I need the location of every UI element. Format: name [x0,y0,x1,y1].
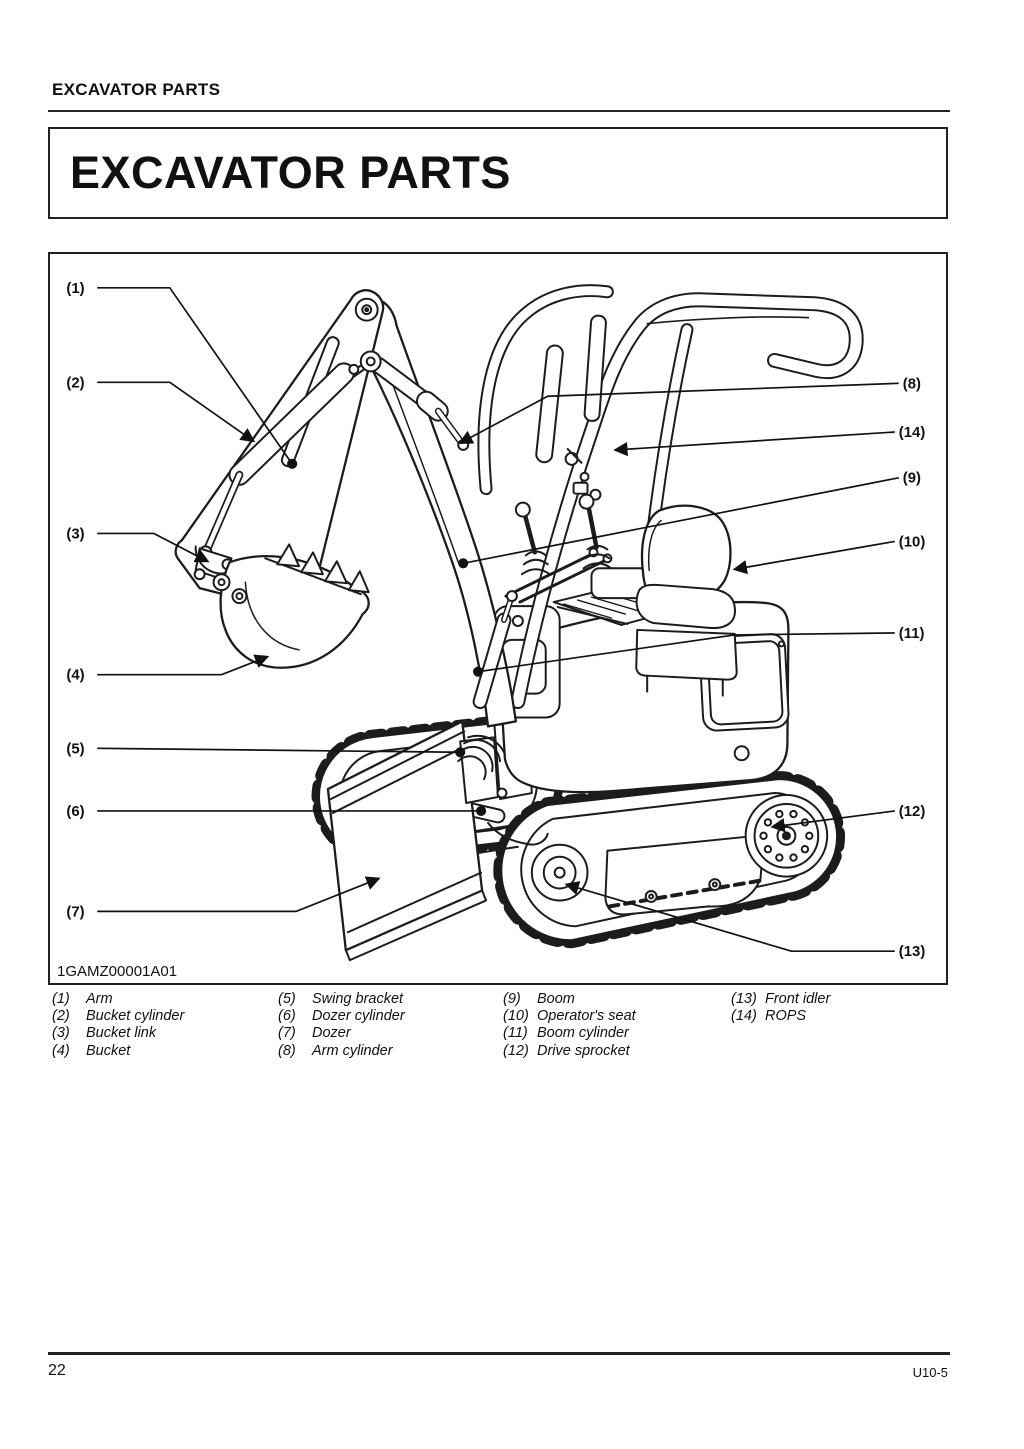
header-rule [48,110,950,112]
legend-item-name: Boom [537,991,575,1007]
legend-item-number: (9) [503,991,521,1007]
legend-item-name: Dozer cylinder [312,1008,405,1025]
leader-1 [97,286,298,469]
legend-item-number: (2) [52,1008,70,1025]
doc-code: U10-5 [912,1365,948,1380]
legend-item: (12) Drive sprocket [503,1043,731,1060]
legend-column-2: (5) Swing bracket (6) Dozer cylinder (7) Do… [278,991,503,1060]
leader-5 [97,747,466,758]
bucket-cylinder [198,357,375,560]
legend-item: (3) Bucket link [52,1025,278,1042]
legend-item: (10) Operator's seat [503,1008,731,1025]
leader-2 [97,381,256,443]
callout-label-8: (8) [903,376,921,392]
leader-11 [473,632,895,677]
callout-label-11: (11) [899,626,925,642]
legend-item: (7) Dozer [278,1025,503,1042]
callout-label-5: (5) [66,741,84,757]
leader-9 [458,476,899,569]
leader-14 [613,431,895,457]
legend-item-number: (7) [278,1025,296,1042]
leader-4 [97,654,270,676]
leader-12 [770,810,895,833]
legend-item-number: (3) [52,1025,70,1042]
legend-item-name: ROPS [765,1008,807,1025]
legend-column-3: (9) Boom (10) Operator's seat (11) Boom cyl… [503,991,731,1060]
legend-item-number: (14) [731,1008,757,1025]
callout-labels: (1) (2) (3) (4) (5) (6) (7) (8) (14) (9)… [66,281,925,960]
callout-label-1: (1) [66,281,84,297]
boom [347,296,518,728]
parts-legend: (1) Arm (2) Bucket cylinder (3) Bucket link… [52,991,952,1060]
callout-label-6: (6) [66,804,84,820]
callout-label-4: (4) [66,668,84,684]
operator-seat [590,504,738,697]
rops-frame [477,284,864,710]
legend-item-number: (12) [503,1042,529,1059]
legend-item-name: Bucket cylinder [86,1008,185,1025]
legend-item-name: Dozer [312,1025,351,1042]
legend-column-4: (13) Front idler (14) ROPS [731,991,952,1060]
callout-label-14: (14) [899,425,926,441]
callout-label-9: (9) [903,471,921,487]
leader-10 [732,540,895,575]
legend-item-name: Bucket link [86,1025,157,1042]
callout-label-13: (13) [899,944,926,960]
page-title: EXCAVATOR PARTS [70,147,511,198]
callout-label-3: (3) [66,526,84,542]
drive-sprocket [744,794,829,878]
legend-item-name: Bucket [86,1042,131,1059]
legend-item-number: (8) [278,1042,296,1059]
leader-3 [97,532,210,563]
legend-item: (4) Bucket [52,1043,278,1060]
figure-code: 1GAMZ00001A01 [57,963,178,980]
excavator-figure: (1) (2) (3) (4) (5) (6) (7) (8) (14) (9)… [48,252,948,985]
legend-item: (13) Front idler [731,991,952,1008]
legend-item: (5) Swing bracket [278,991,503,1008]
legend-item-name: Arm [86,991,113,1007]
leader-13 [564,881,895,953]
legend-item-number: (10) [503,1008,529,1025]
legend-column-1: (1) Arm (2) Bucket cylinder (3) Bucket link… [52,991,278,1060]
legend-item-name: Operator's seat [537,1008,636,1025]
page-number: 22 [48,1362,66,1379]
legend-item-number: (1) [52,991,70,1007]
footer-rule [48,1352,950,1355]
front-idler [530,843,589,902]
legend-item: (8) Arm cylinder [278,1043,503,1060]
legend-item-number: (4) [52,1042,70,1059]
legend-item: (6) Dozer cylinder [278,1008,503,1025]
dozer-blade [326,720,488,962]
legend-item-number: (5) [278,991,296,1007]
legend-item-name: Drive sprocket [537,1042,630,1059]
legend-item-number: (11) [503,1025,528,1042]
legend-item: (2) Bucket cylinder [52,1008,278,1025]
leader-8 [458,382,899,444]
callout-label-10: (10) [899,534,926,550]
arm-cylinder [370,356,470,451]
legend-item: (14) ROPS [731,1008,952,1025]
legend-item-number: (6) [278,1008,296,1025]
legend-item: (11) Boom cylinder [503,1025,731,1042]
legend-item-name: Arm cylinder [312,1042,393,1059]
legend-item: (1) Arm [52,991,278,1008]
legend-item: (9) Boom [503,991,731,1008]
callout-leaders [97,286,899,953]
title-box: EXCAVATOR PARTS [48,127,948,219]
legend-item-name: Swing bracket [312,991,404,1007]
leader-7 [97,876,381,913]
callout-label-7: (7) [66,904,84,920]
callout-label-2: (2) [66,375,84,391]
callout-label-12: (12) [899,804,926,820]
legend-item-number: (13) [731,991,757,1007]
boom-cylinder [472,590,518,710]
control-levers [504,493,613,604]
legend-item-name: Boom cylinder [537,1025,629,1042]
excavator-illustration: (1) (2) (3) (4) (5) (6) (7) (8) (14) (9)… [66,281,925,962]
pivot-pins [354,297,382,373]
bucket [212,543,370,669]
page-header-title: EXCAVATOR PARTS [52,80,221,99]
legend-item-name: Front idler [765,991,831,1007]
